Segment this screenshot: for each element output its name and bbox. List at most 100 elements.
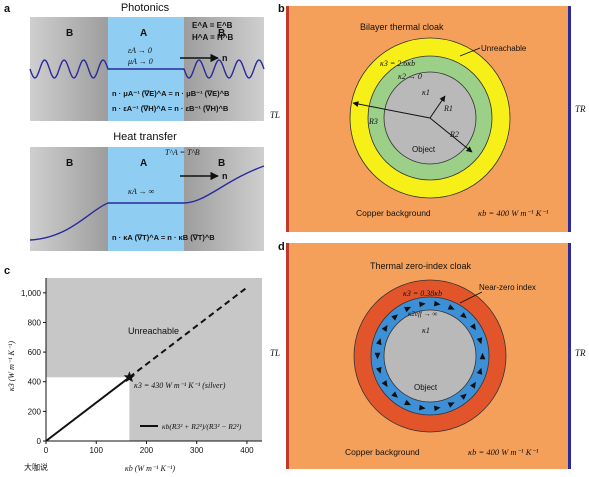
kappa-a-limit: κA → ∞ bbox=[128, 187, 155, 196]
heat-label-b-left: B bbox=[66, 158, 73, 169]
c-y-tick-label: 1,000 bbox=[21, 289, 42, 298]
bc-electric: n · εA⁻¹ (∇H)^A = n · εB⁻¹ (∇H)^B bbox=[112, 104, 229, 113]
kb-label-d: κb = 400 W m⁻¹ K⁻¹ bbox=[468, 447, 539, 457]
r2-arrow bbox=[429, 117, 473, 153]
kb-label-b: κb = 400 W m⁻¹ K⁻¹ bbox=[478, 208, 549, 218]
c-legend-label: κb(R3² + R2²)/(R3² − R2²) bbox=[162, 422, 242, 431]
c-ylabel: κ3 (W m⁻¹ K⁻¹) bbox=[7, 341, 16, 392]
r2-label: R2 bbox=[449, 130, 459, 139]
ring-flow-arrow bbox=[404, 306, 412, 313]
object-label-d: Object bbox=[414, 383, 438, 392]
cloak-b-title: Bilayer thermal cloak bbox=[360, 22, 444, 32]
c-x-tick-label: 300 bbox=[190, 446, 204, 455]
r1-arrow bbox=[429, 95, 446, 119]
ring-flow-arrow bbox=[419, 301, 426, 308]
panel-label-c: c bbox=[4, 265, 10, 277]
bc-magnetic: n · μA⁻¹ (∇E)^A = n · μB⁻¹ (∇E)^B bbox=[112, 89, 230, 98]
c-series-solid bbox=[45, 376, 131, 442]
copper-label-d: Copper background bbox=[345, 447, 420, 457]
ring-flow-arrow bbox=[433, 405, 441, 412]
tl-label-b: TL bbox=[270, 110, 280, 120]
near-zero-label: Near-zero index bbox=[479, 283, 536, 292]
ring-flow-arrow bbox=[460, 393, 467, 400]
c-y-tick-label: 600 bbox=[28, 348, 42, 357]
temperature-profile bbox=[29, 165, 265, 241]
panel-label-a: a bbox=[4, 3, 11, 15]
ring-flow-arrow bbox=[460, 312, 467, 319]
c-unreachable-label: Unreachable bbox=[128, 326, 179, 336]
panel-c: c κ3 (W m⁻¹ K⁻¹) κb (W m⁻¹ K⁻¹) 0 100 200 3… bbox=[4, 265, 262, 473]
watermark: 大咖说 bbox=[24, 462, 48, 472]
eq-e-continuity: E^A = E^B bbox=[192, 21, 233, 30]
kappa3-label-b: κ3 = 2.6κb bbox=[380, 59, 415, 68]
heat-region-b-right bbox=[184, 147, 264, 251]
heat-region-b-left bbox=[30, 147, 108, 251]
ring-flow-arrow bbox=[376, 366, 382, 374]
ring-flow-arrow bbox=[433, 300, 441, 307]
panel-label-d: d bbox=[278, 241, 285, 253]
r3-label: R3 bbox=[368, 117, 378, 126]
c-series-dashed bbox=[128, 286, 248, 379]
em-wave bbox=[29, 59, 265, 79]
kappa1-label-b: κ1 bbox=[422, 88, 430, 97]
ring-flow-arrow bbox=[404, 399, 412, 406]
c-y-tick-label: 400 bbox=[28, 378, 42, 387]
ring-flow-arrow bbox=[381, 380, 388, 388]
object-core-d bbox=[383, 309, 477, 403]
c-silver-label: κ3 = 430 W m⁻¹ K⁻¹ (silver) bbox=[134, 381, 226, 390]
panel-label-b: b bbox=[278, 3, 285, 15]
cold-edge-d bbox=[568, 243, 571, 469]
ring-flow-arrow bbox=[479, 352, 486, 360]
c-y-tick-label: 800 bbox=[28, 318, 42, 327]
heat-flow-arrows bbox=[374, 300, 486, 412]
ring-flow-arrow bbox=[391, 391, 398, 398]
ring-flow-arrow bbox=[376, 338, 382, 346]
panel-b: b TL TR Bilayer thermal cloak κ3 = 2.6κb… bbox=[270, 3, 586, 232]
heat-normal-label: n bbox=[222, 171, 228, 181]
ring-flow-arrow bbox=[447, 304, 455, 310]
photonics-title: Photonics bbox=[121, 2, 170, 14]
c-x-tick-label: 100 bbox=[90, 446, 104, 455]
c-silver-marker bbox=[123, 371, 136, 383]
object-label-b: Object bbox=[412, 145, 436, 154]
heat-label-b-right: B bbox=[218, 158, 225, 169]
c-y-tick-label: 0 bbox=[37, 437, 42, 446]
normal-label: n bbox=[222, 53, 228, 63]
hot-edge-b bbox=[286, 6, 289, 232]
mu-limit: μA → 0 bbox=[127, 57, 153, 66]
panel-a: a Photonics B A B E^A = E^B H^A = H^B εA… bbox=[4, 2, 265, 251]
ring-flow-arrow bbox=[391, 314, 398, 321]
eq-t-continuity: T^A = T^B bbox=[165, 148, 200, 157]
panel-d: d TL TR Thermal zero-index cloak κ3 = 0.… bbox=[270, 241, 586, 469]
tr-label-d: TR bbox=[575, 348, 586, 358]
kappa3-label-d: κ3 = 0.38κb bbox=[403, 289, 442, 298]
r3-arrow bbox=[352, 101, 431, 119]
heat-region-a bbox=[108, 147, 184, 251]
unreachable-leader-b bbox=[459, 47, 481, 57]
c-x-tick-label: 0 bbox=[44, 446, 49, 455]
ring-flow-arrow bbox=[381, 324, 388, 332]
c-x-tick-label: 200 bbox=[140, 446, 154, 455]
r1-label: R1 bbox=[443, 104, 453, 113]
eq-h-continuity: H^A = H^B bbox=[192, 33, 233, 42]
heat-transfer-title: Heat transfer bbox=[113, 131, 177, 143]
tr-label-b: TR bbox=[575, 104, 586, 114]
copper-label-b: Copper background bbox=[356, 208, 431, 218]
ring-flow-arrow bbox=[419, 404, 426, 411]
c-xlabel: κb (W m⁻¹ K⁻¹) bbox=[125, 464, 176, 473]
hot-edge-d bbox=[286, 243, 289, 469]
bc-heat-flux: n · κA (∇T)^A = n · κB (∇T)^B bbox=[112, 233, 215, 242]
photonics-label-b-left: B bbox=[66, 28, 73, 39]
cold-edge-b bbox=[568, 6, 571, 232]
photonics-label-a: A bbox=[140, 28, 147, 39]
ring-flow-arrow bbox=[447, 402, 455, 408]
c-y-tick-label: 200 bbox=[28, 407, 42, 416]
kappa1-label-d: κ1 bbox=[422, 326, 430, 335]
ring-flow-arrow bbox=[476, 337, 483, 345]
kappa2-label-b: κ2 → 0 bbox=[398, 72, 422, 81]
ring-flow-arrow bbox=[470, 381, 476, 389]
ring-flow-arrow bbox=[476, 367, 483, 375]
ring-flow-arrow bbox=[470, 323, 476, 331]
